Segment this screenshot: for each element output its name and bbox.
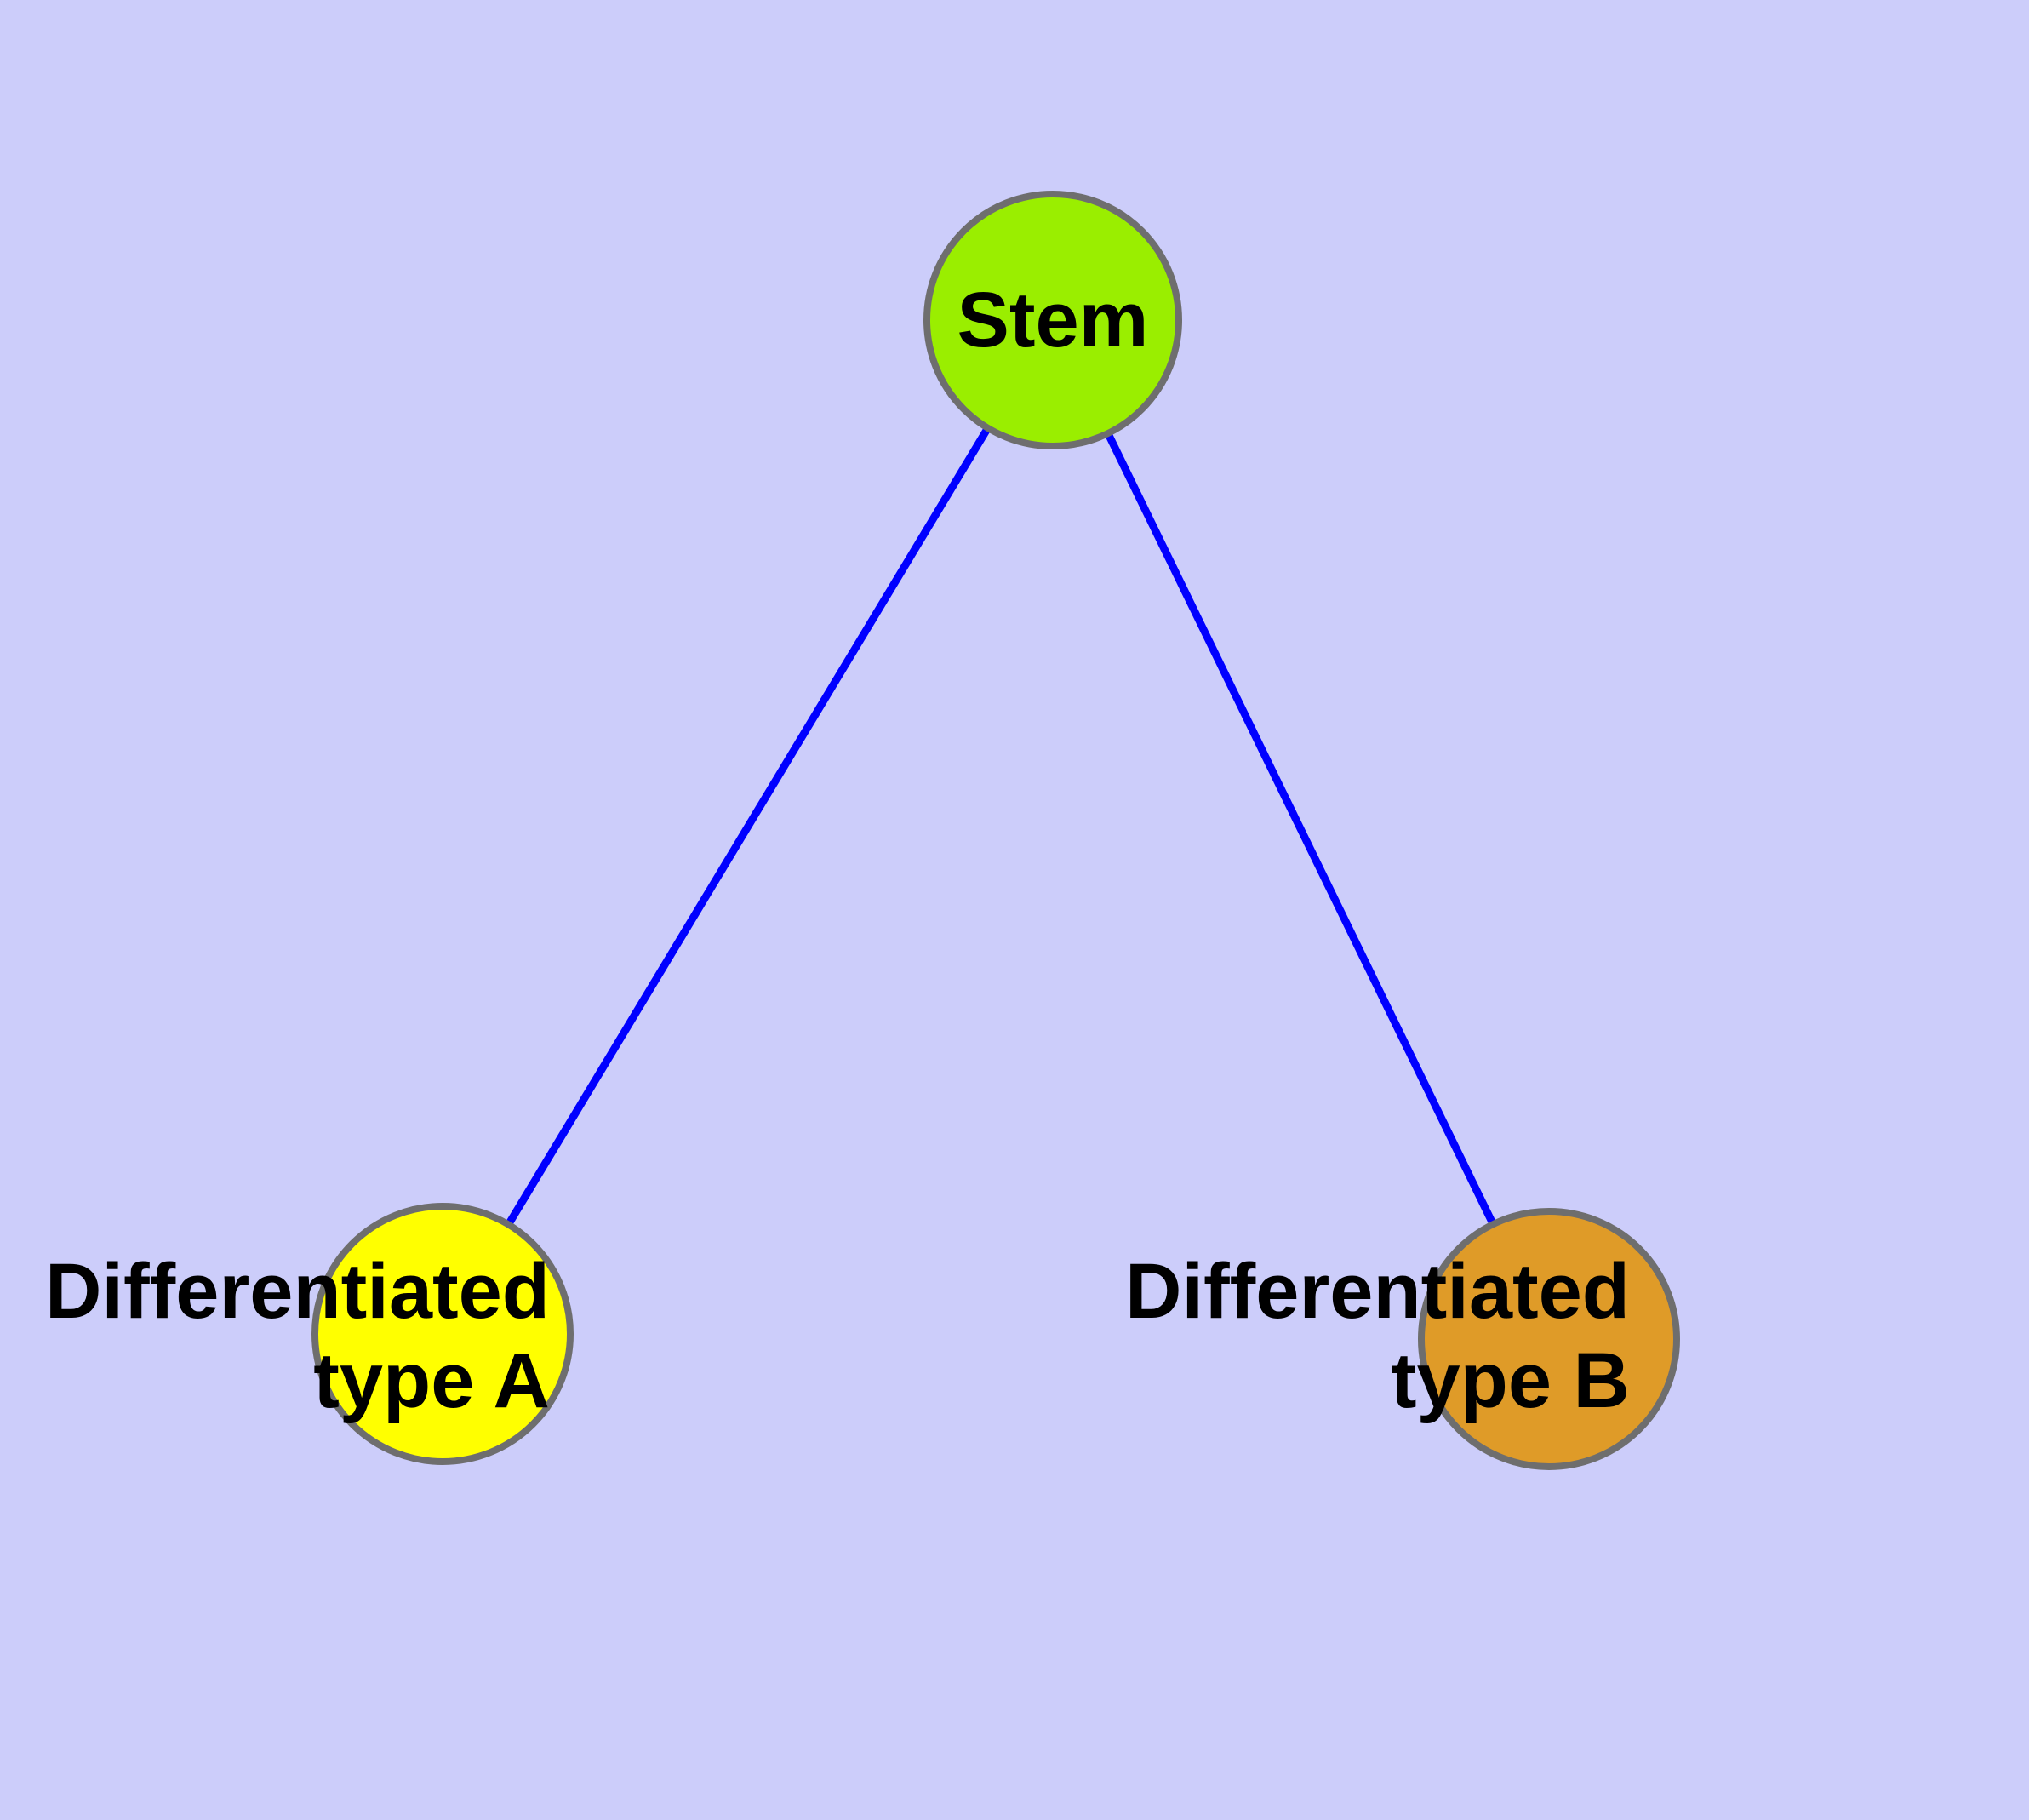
graph-edge-stem-to-diff-b[interactable] [1049,318,1553,1341]
label-line: Stem [957,277,1149,363]
edges-layer [439,318,1553,1341]
label-line: Differentiated [45,1248,550,1335]
label-line: Differentiated [1125,1248,1630,1335]
graph-node-stem[interactable] [923,191,1182,449]
graph-node-label-stem: Stem [957,277,1149,363]
graph-edge-stem-to-diff-a[interactable] [439,318,1056,1336]
graph-node-diff-b[interactable] [1418,1208,1680,1470]
graph-node-diff-a[interactable] [311,1203,574,1465]
label-line: type A [313,1337,550,1424]
nodes-layer [311,191,1680,1470]
label-line: type B [1391,1337,1630,1424]
